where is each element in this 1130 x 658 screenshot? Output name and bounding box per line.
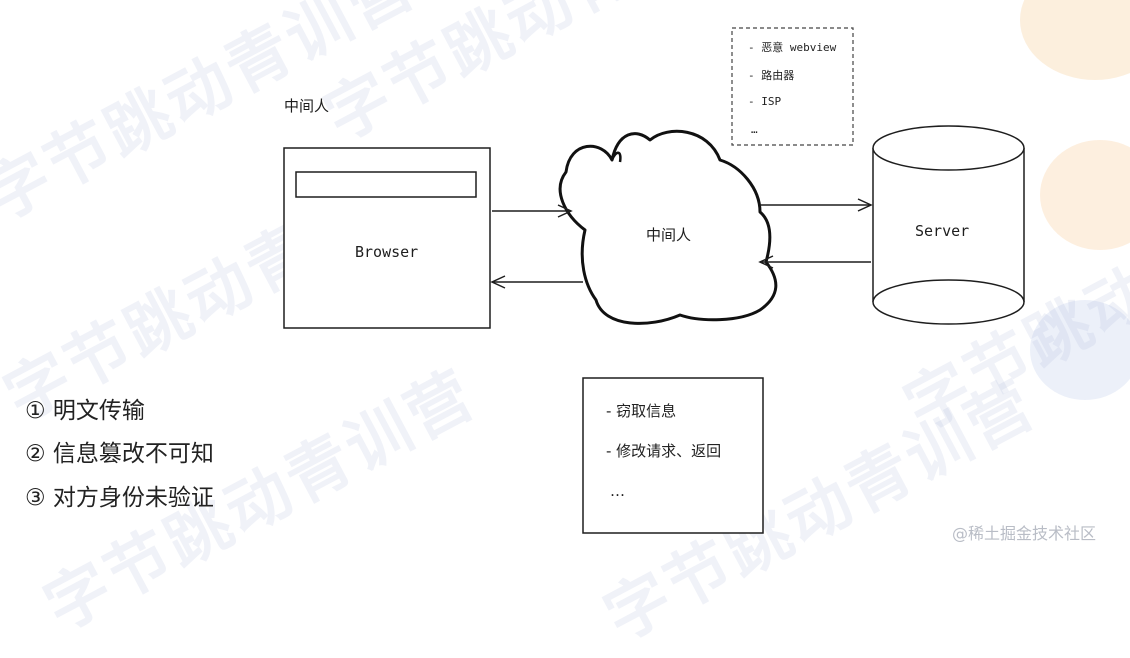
arrow-mitm-to-browser [490,275,583,289]
note-top-box [731,27,854,146]
browser-label: Browser [355,243,419,261]
note-top-item: - 恶意 webview [748,41,837,54]
risk-item: ① 明文传输 [25,398,145,424]
note-bottom-item: - 修改请求、返回 [606,442,722,460]
diagram-canvas [283,27,1025,534]
note-bottom-item: … [610,482,625,500]
mitm-cloud-curl [610,151,622,163]
note-top-item: - ISP [748,95,782,108]
browser-address-bar [295,171,477,198]
risk-item: ② 信息篡改不可知 [25,441,214,467]
note-top-item: - 路由器 [748,69,795,82]
watermark-credit: @稀土掘金技术社区 [952,524,1097,543]
arrow-server-to-mitm [758,255,871,269]
arrow-mitm-to-server [760,198,873,212]
cloud-label: 中间人 [646,226,692,244]
risk-item: ③ 对方身份未验证 [25,485,214,511]
mitm-top-label: 中间人 [284,97,330,115]
server-label: Server [915,222,970,240]
server-cylinder [872,125,1025,325]
note-bottom-item: - 窃取信息 [606,402,677,420]
arrow-browser-to-mitm [492,204,573,218]
note-top-item: … [751,123,758,136]
note-bottom-box [582,377,764,534]
